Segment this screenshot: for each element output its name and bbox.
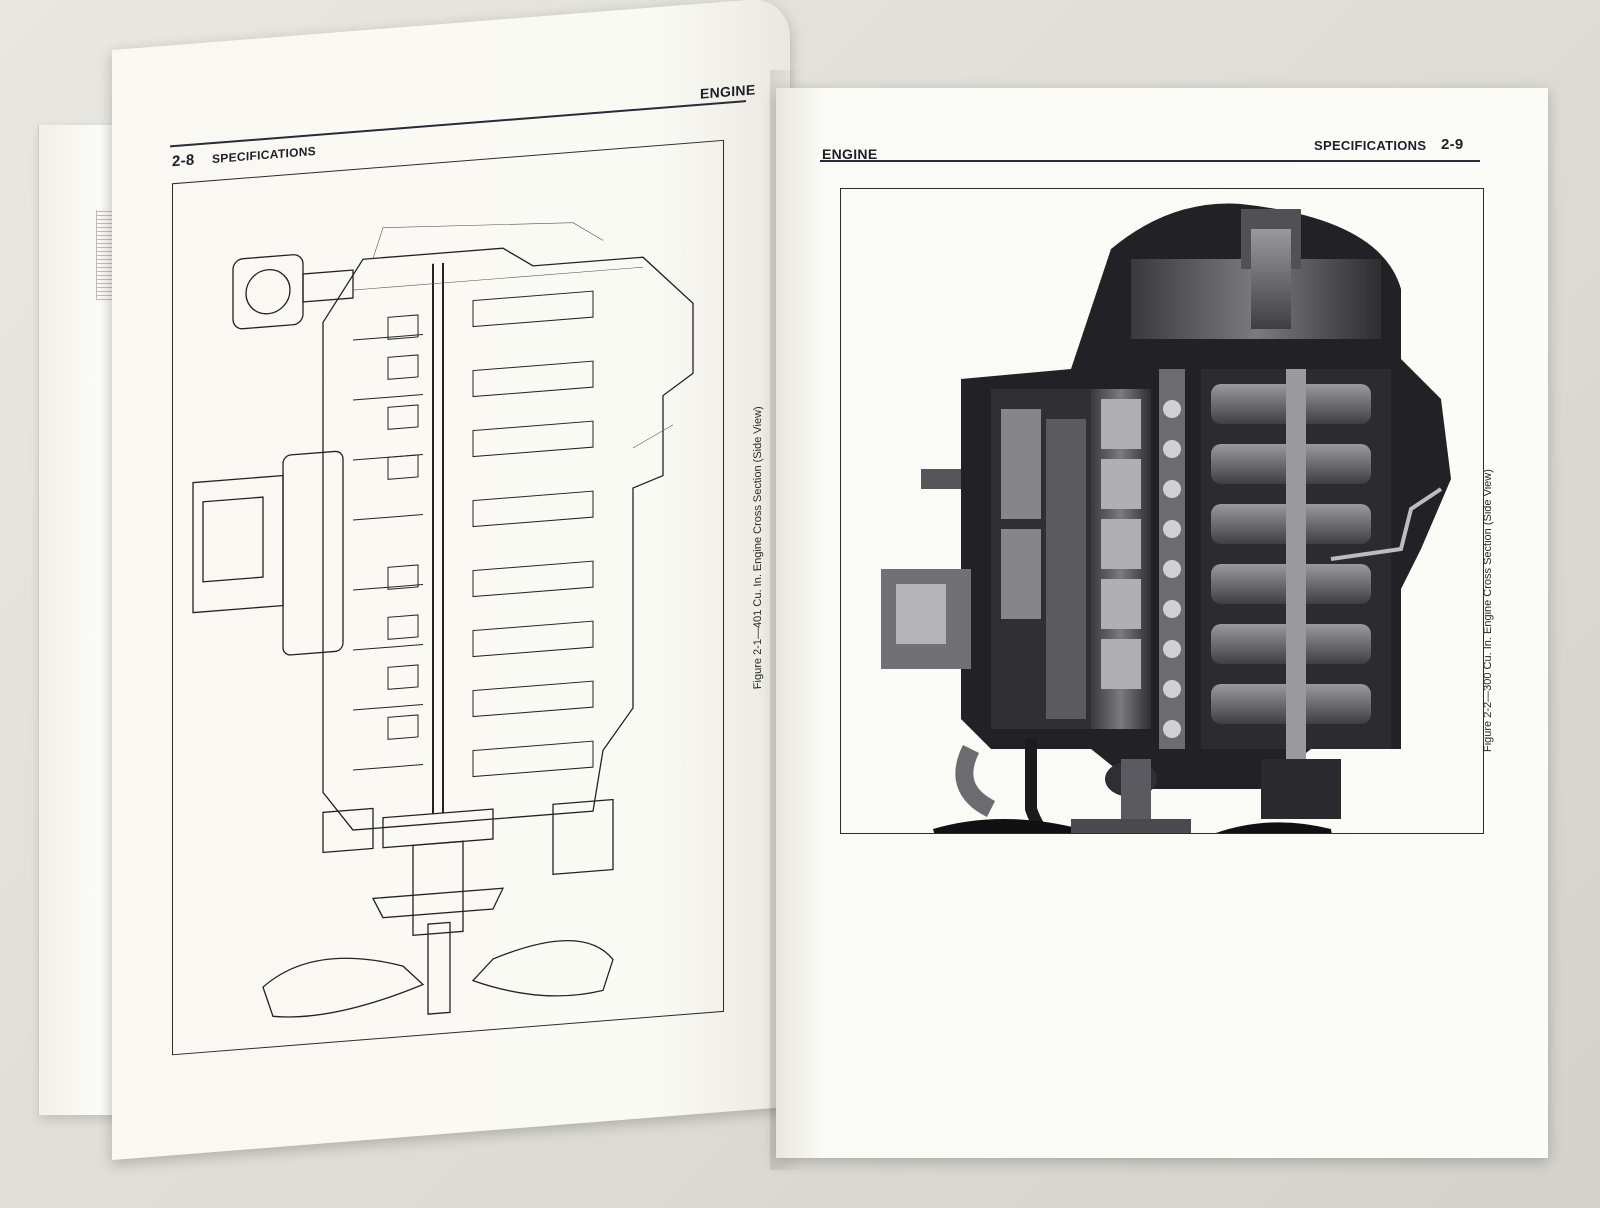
right-page: ENGINE SPECIFICATIONS 2-9 bbox=[776, 88, 1548, 1158]
right-header-rule bbox=[820, 160, 1480, 162]
left-figure-frame bbox=[172, 139, 724, 1056]
left-chapter-heading: ENGINE bbox=[700, 81, 756, 102]
right-figure-frame bbox=[840, 188, 1484, 834]
book-spine-edge bbox=[96, 210, 115, 300]
shaded-engine-cutaway-illustration bbox=[881, 203, 1451, 833]
left-figure-caption: Figure 2-1—401 Cu. In. Engine Cross Sect… bbox=[752, 405, 764, 690]
left-header-rule bbox=[170, 100, 746, 148]
left-page: ENGINE 2-8 SPECIFICATIONS bbox=[112, 0, 790, 1160]
line-drawing-engine-illustration bbox=[192, 222, 694, 1018]
left-page-number: 2-8 bbox=[172, 151, 195, 171]
right-chapter-heading: ENGINE bbox=[822, 146, 878, 162]
right-figure-caption: Figure 2-2—300 Cu. In. Engine Cross Sect… bbox=[1482, 469, 1494, 752]
left-section-heading: SPECIFICATIONS bbox=[212, 143, 316, 167]
right-page-number: 2-9 bbox=[1441, 136, 1464, 153]
right-section-heading: SPECIFICATIONS bbox=[1314, 138, 1427, 153]
